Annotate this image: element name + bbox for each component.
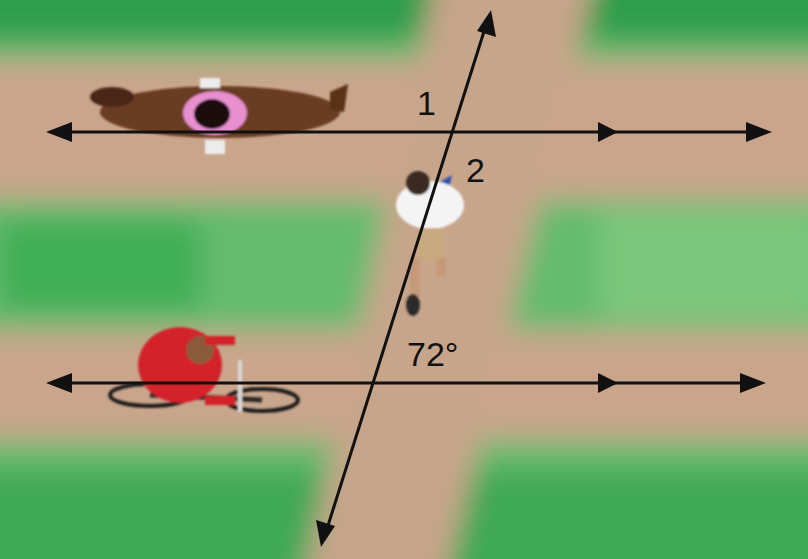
horse-rider <box>90 78 348 154</box>
cyclist <box>110 327 298 412</box>
geometry-lines <box>46 10 772 547</box>
angle-label: 1 <box>417 86 436 120</box>
angle-label: 2 <box>466 153 485 187</box>
walking-man <box>396 171 464 316</box>
angle-label: 72° <box>407 337 458 371</box>
